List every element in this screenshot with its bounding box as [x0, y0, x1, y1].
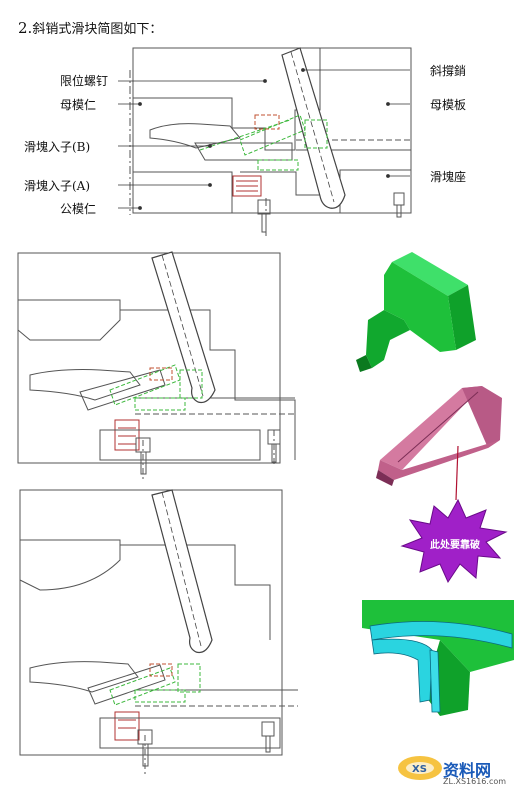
top-cad-green-details: [199, 114, 328, 171]
watermark-url: ZL.XS1616.com: [443, 777, 507, 786]
middle-cross-section: [17, 252, 296, 480]
green-slider-3d-icon: [356, 252, 476, 372]
label-core-insert: 公模仁: [60, 202, 97, 216]
label-slider-seat: 滑塊座: [430, 170, 467, 184]
svg-text:XS: XS: [412, 764, 427, 775]
star-burst-icon: 此处要靠破: [400, 498, 508, 584]
page-heading: 2.斜销式滑块简图如下：: [18, 18, 162, 37]
bottom-angle-pin: [151, 489, 213, 654]
middle-angle-pin: [151, 251, 216, 404]
heading-number: 2.: [18, 19, 33, 37]
top-cross-section: [129, 47, 412, 236]
watermark-logo-icon: XS: [398, 756, 442, 780]
label-slider-insert-a: 滑塊入子(A): [24, 179, 91, 193]
bottom-cross-section: [19, 489, 298, 775]
label-cavity-insert: 母模仁: [60, 98, 97, 112]
label-cavity-plate: 母模板: [430, 98, 467, 112]
label-angle-pin: 斜撐銷: [430, 64, 467, 78]
label-slider-insert-b: 滑塊入子(B): [24, 140, 91, 154]
heading-text: 斜销式滑块简图如下：: [32, 22, 163, 37]
green-cross-section-3d-icon: [362, 600, 514, 720]
bottom-cad-green-details: [109, 663, 201, 706]
label-limit-screw: 限位螺钉: [60, 74, 109, 88]
pink-wedge-3d-icon: [376, 386, 502, 501]
top-leader-lines: [118, 68, 410, 210]
watermark-brand: 资料网: [443, 761, 492, 780]
top-angle-pin: [281, 47, 346, 209]
middle-cad-green-details: [109, 364, 203, 411]
callout-text: 此处要靠破: [430, 538, 480, 551]
